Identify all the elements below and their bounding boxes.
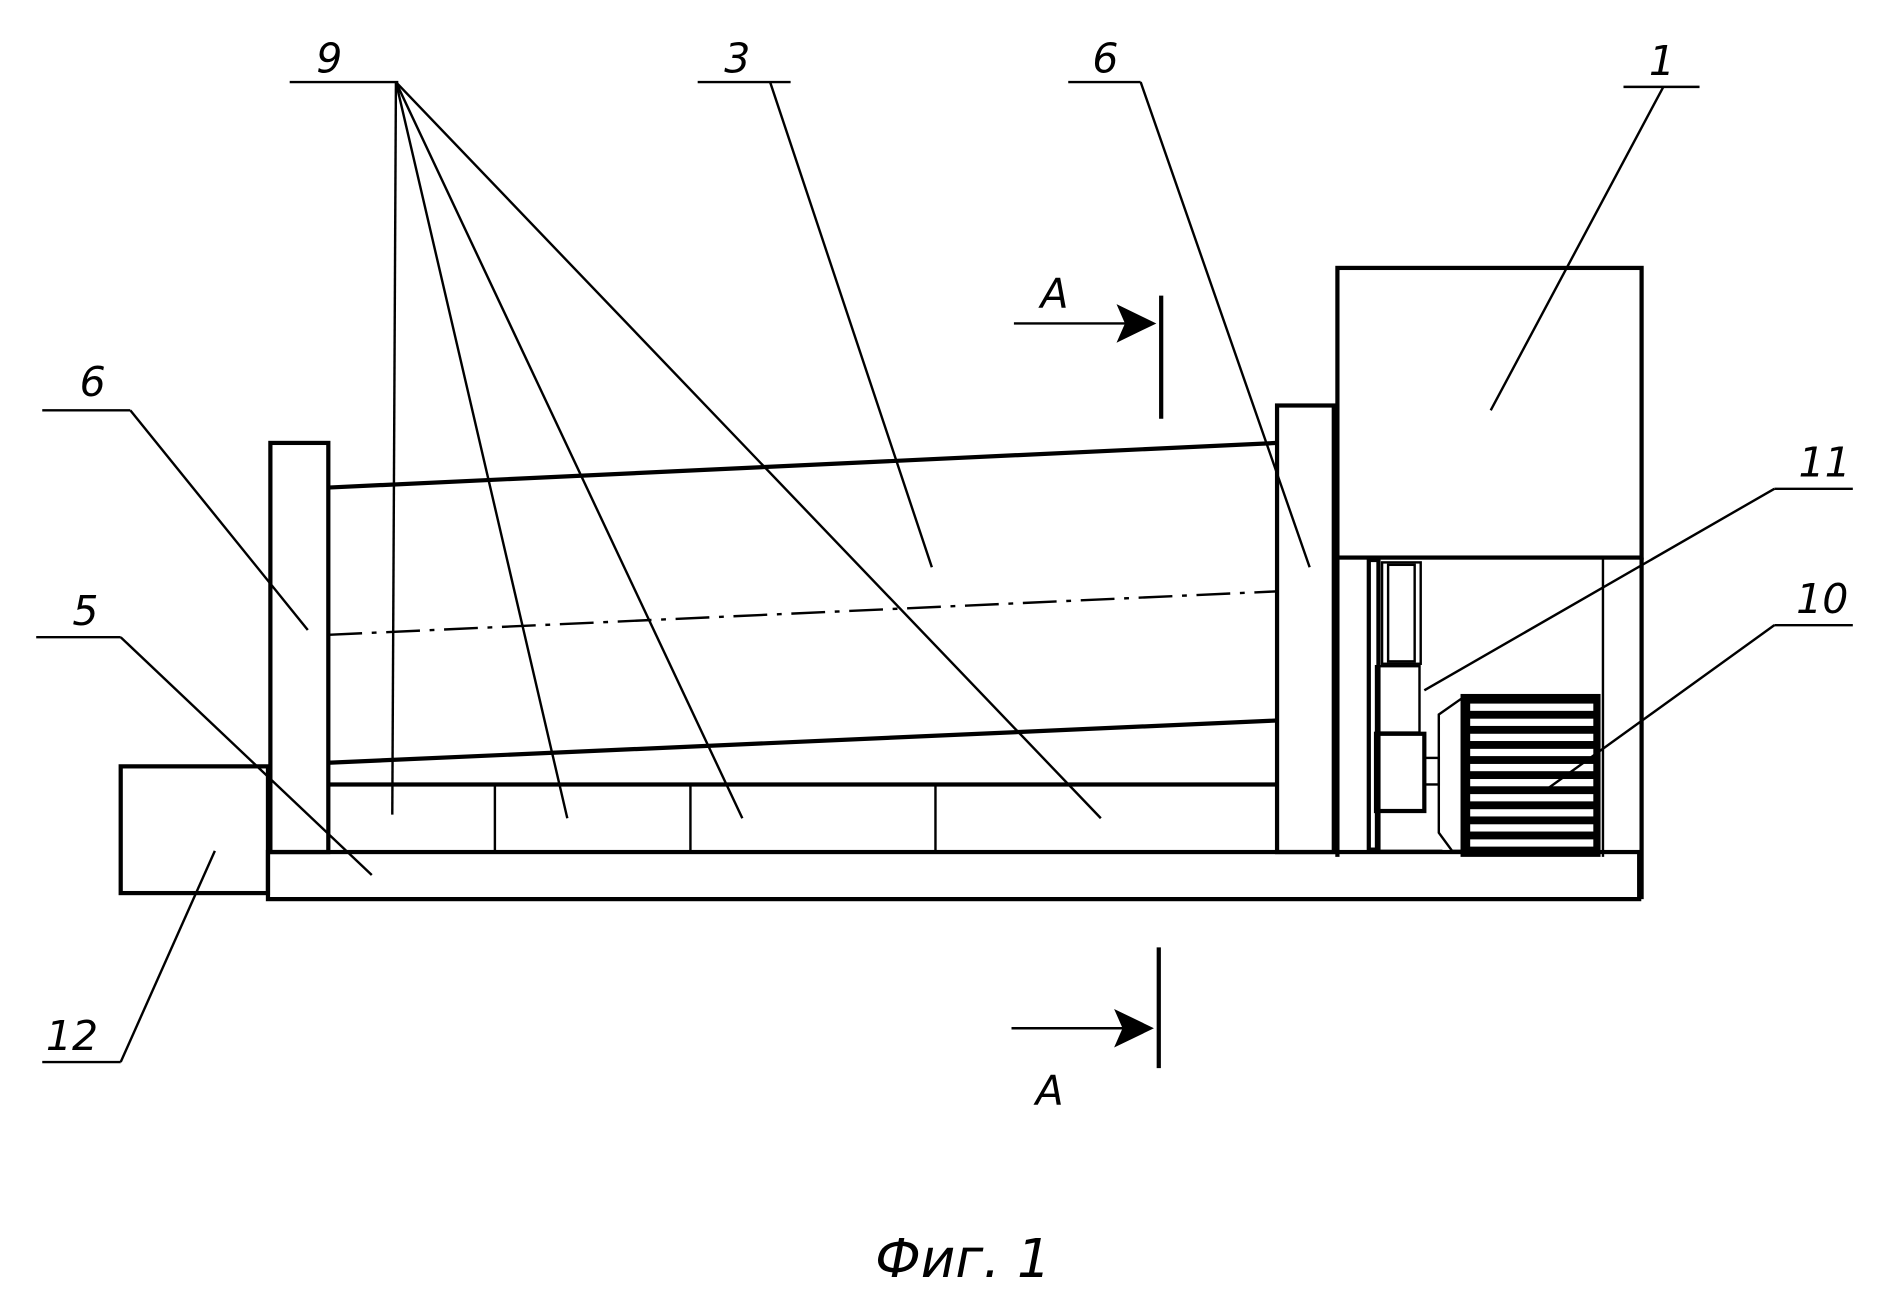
motor-fin <box>1470 779 1593 786</box>
leader-12: 12 <box>42 851 215 1062</box>
base-5 <box>268 852 1639 899</box>
motor-fin <box>1470 734 1593 741</box>
leader-9: 9 <box>290 34 1101 818</box>
housing-1 <box>1337 268 1641 558</box>
lower-elements <box>328 784 1277 852</box>
leader-3: 3 <box>698 34 932 567</box>
label-11: 11 <box>1799 439 1851 487</box>
leader-6-right: 6 <box>1068 34 1309 567</box>
box-12 <box>121 766 268 893</box>
motor-fin <box>1470 839 1593 846</box>
leader-10: 10 <box>1545 575 1853 790</box>
section-label-bottom: A <box>1033 1066 1064 1114</box>
coupling-11 <box>1369 560 1443 851</box>
support-left-6 <box>270 443 328 852</box>
label-1: 1 <box>1649 37 1675 85</box>
leader-5: 5 <box>36 587 372 875</box>
motor-fin <box>1470 809 1593 816</box>
support-right-6 <box>1277 406 1334 853</box>
motor-10 <box>1439 694 1601 857</box>
label-5: 5 <box>72 587 98 635</box>
leader-1: 1 <box>1491 37 1700 411</box>
label-10: 10 <box>1796 575 1848 623</box>
leader-11: 11 <box>1424 439 1853 691</box>
motor-fin <box>1470 794 1593 801</box>
motor-fin <box>1470 749 1593 756</box>
drum-3 <box>328 443 1277 763</box>
section-mark-top: A <box>1014 270 1161 419</box>
section-label-top: A <box>1037 270 1068 318</box>
label-6-right: 6 <box>1092 34 1118 82</box>
motor-fin <box>1470 719 1593 726</box>
label-9: 9 <box>316 34 342 82</box>
figure-caption: Фиг. 1 <box>875 1228 1051 1290</box>
label-12: 12 <box>46 1012 98 1060</box>
label-3: 3 <box>724 34 750 82</box>
label-6-left: 6 <box>80 358 106 406</box>
section-mark-bottom: A <box>1012 947 1159 1114</box>
motor-fin <box>1470 704 1593 711</box>
motor-fin <box>1470 824 1593 831</box>
